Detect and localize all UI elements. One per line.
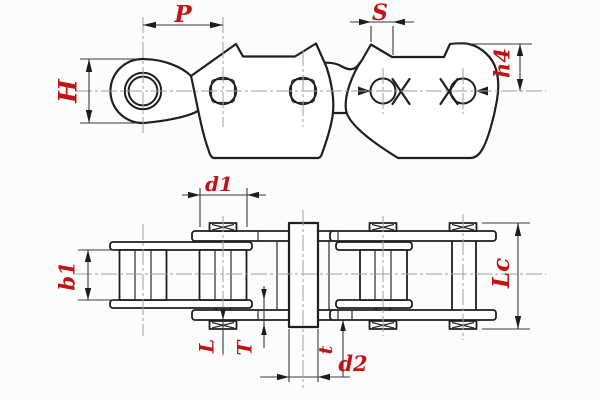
label-L: L (195, 339, 219, 354)
label-t: t (315, 345, 337, 354)
inner-link-C-top-plate (335, 241, 413, 251)
label-b1: b1 (55, 261, 80, 290)
dimension-Lc (482, 222, 530, 330)
dimension-d2 (260, 329, 350, 382)
bushing-section-left (276, 240, 290, 311)
label-Lc: Lc (488, 258, 515, 289)
inner-link-A-bottom-plate (109, 299, 253, 309)
label-P: P (173, 1, 192, 28)
bushing-section-right (317, 240, 330, 311)
label-d2: d2 (338, 351, 367, 376)
label-S: S (372, 0, 388, 26)
dimension-T (261, 286, 267, 348)
label-d1: d1 (205, 172, 233, 196)
dimensions (78, 18, 532, 382)
dimension-b1 (78, 249, 117, 301)
inner-link-C-bottom-plate (335, 299, 413, 309)
dimension-t (340, 320, 346, 377)
centerlines (76, 17, 546, 388)
dimension-d1 (182, 188, 266, 227)
dimension-L (220, 308, 226, 354)
bushing-lines (134, 250, 392, 300)
dimension-P (143, 21, 223, 29)
label-h4: h4 (490, 48, 515, 78)
side-view (109, 42, 500, 160)
middle-sharp-plate (189, 42, 335, 160)
outer-link-D-top-plate (329, 230, 497, 242)
dimension-S (350, 18, 414, 55)
label-H: H (54, 78, 83, 104)
label-T: T (233, 338, 257, 355)
right-sharp-plate (344, 42, 500, 160)
pin-fletch-icon (439, 77, 459, 106)
inner-link-A-top-plate (109, 241, 253, 251)
dimension-H (80, 58, 138, 124)
outer-link-D-bottom-plate (329, 309, 497, 321)
dimension-h4 (450, 43, 532, 91)
dimension-labels: P S H h4 b1 d1 Lc L T t d2 (54, 0, 516, 376)
